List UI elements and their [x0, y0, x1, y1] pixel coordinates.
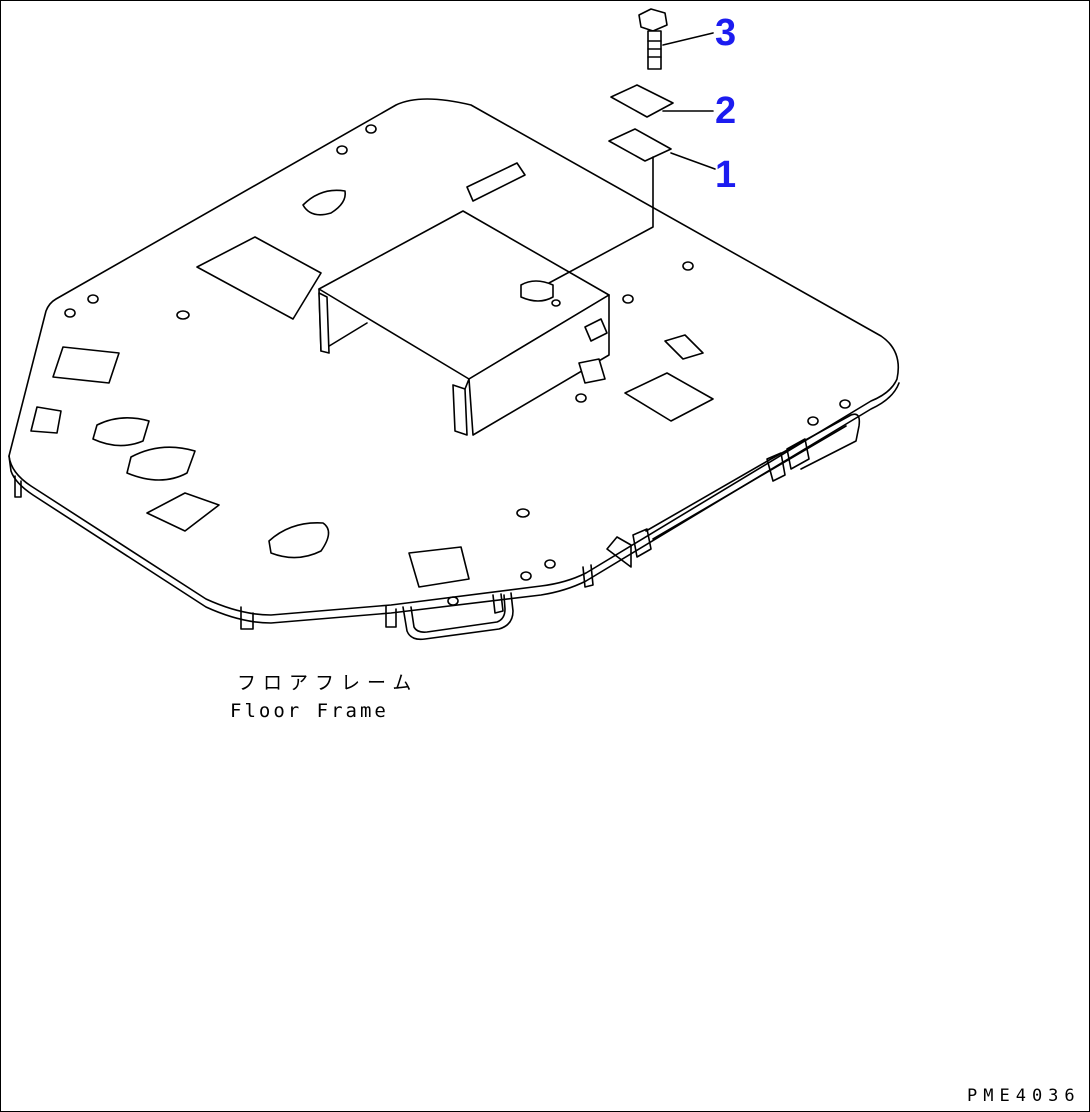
cutout	[408, 546, 470, 588]
box-front	[468, 294, 610, 436]
box-hole	[551, 299, 561, 307]
lower-tab	[240, 606, 254, 630]
bolt-holes	[64, 124, 851, 606]
cutout	[624, 372, 714, 422]
cutout	[268, 522, 330, 559]
cutout	[146, 492, 220, 532]
front-handle	[410, 594, 506, 633]
box-leg	[318, 292, 330, 354]
cutout	[302, 189, 347, 216]
caption-english: Floor Frame	[230, 700, 389, 722]
floor-plate-edge	[8, 382, 900, 624]
right-rail	[652, 425, 847, 540]
lower-tab	[385, 605, 397, 628]
caption-japanese: フロアフレーム	[237, 672, 418, 694]
bolt-part	[638, 8, 668, 70]
cutout	[92, 417, 150, 447]
right-rail-bracket	[606, 536, 632, 568]
callout-2: 2	[715, 90, 736, 132]
lower-tab	[14, 475, 22, 498]
callout-3: 3	[715, 12, 736, 54]
cutout	[126, 446, 196, 481]
cutout	[196, 236, 322, 320]
shim-part-2	[610, 84, 674, 118]
right-rail-bracket	[632, 528, 652, 558]
front-handle	[402, 592, 514, 641]
right-rail-bracket	[786, 438, 810, 470]
cutout	[30, 406, 62, 434]
right-rail	[645, 413, 861, 532]
right-rail-bracket	[766, 452, 786, 482]
box-edge	[464, 378, 470, 390]
drawing-id: PME4036	[967, 1086, 1081, 1106]
callout-1: 1	[715, 154, 736, 196]
shim-part-1	[608, 128, 672, 162]
assembly-guide-line	[548, 156, 654, 284]
rear-stay	[466, 162, 526, 202]
box-bracket	[520, 280, 554, 302]
leader-3	[662, 32, 714, 46]
lower-tab	[582, 564, 594, 588]
cutout	[52, 346, 120, 384]
leader-1	[670, 152, 716, 170]
front-handle-slot	[492, 593, 504, 614]
box-tab	[584, 318, 608, 342]
cutout	[664, 334, 704, 360]
box-leg	[452, 384, 468, 436]
box-tab	[578, 358, 606, 384]
raised-box	[318, 162, 610, 436]
